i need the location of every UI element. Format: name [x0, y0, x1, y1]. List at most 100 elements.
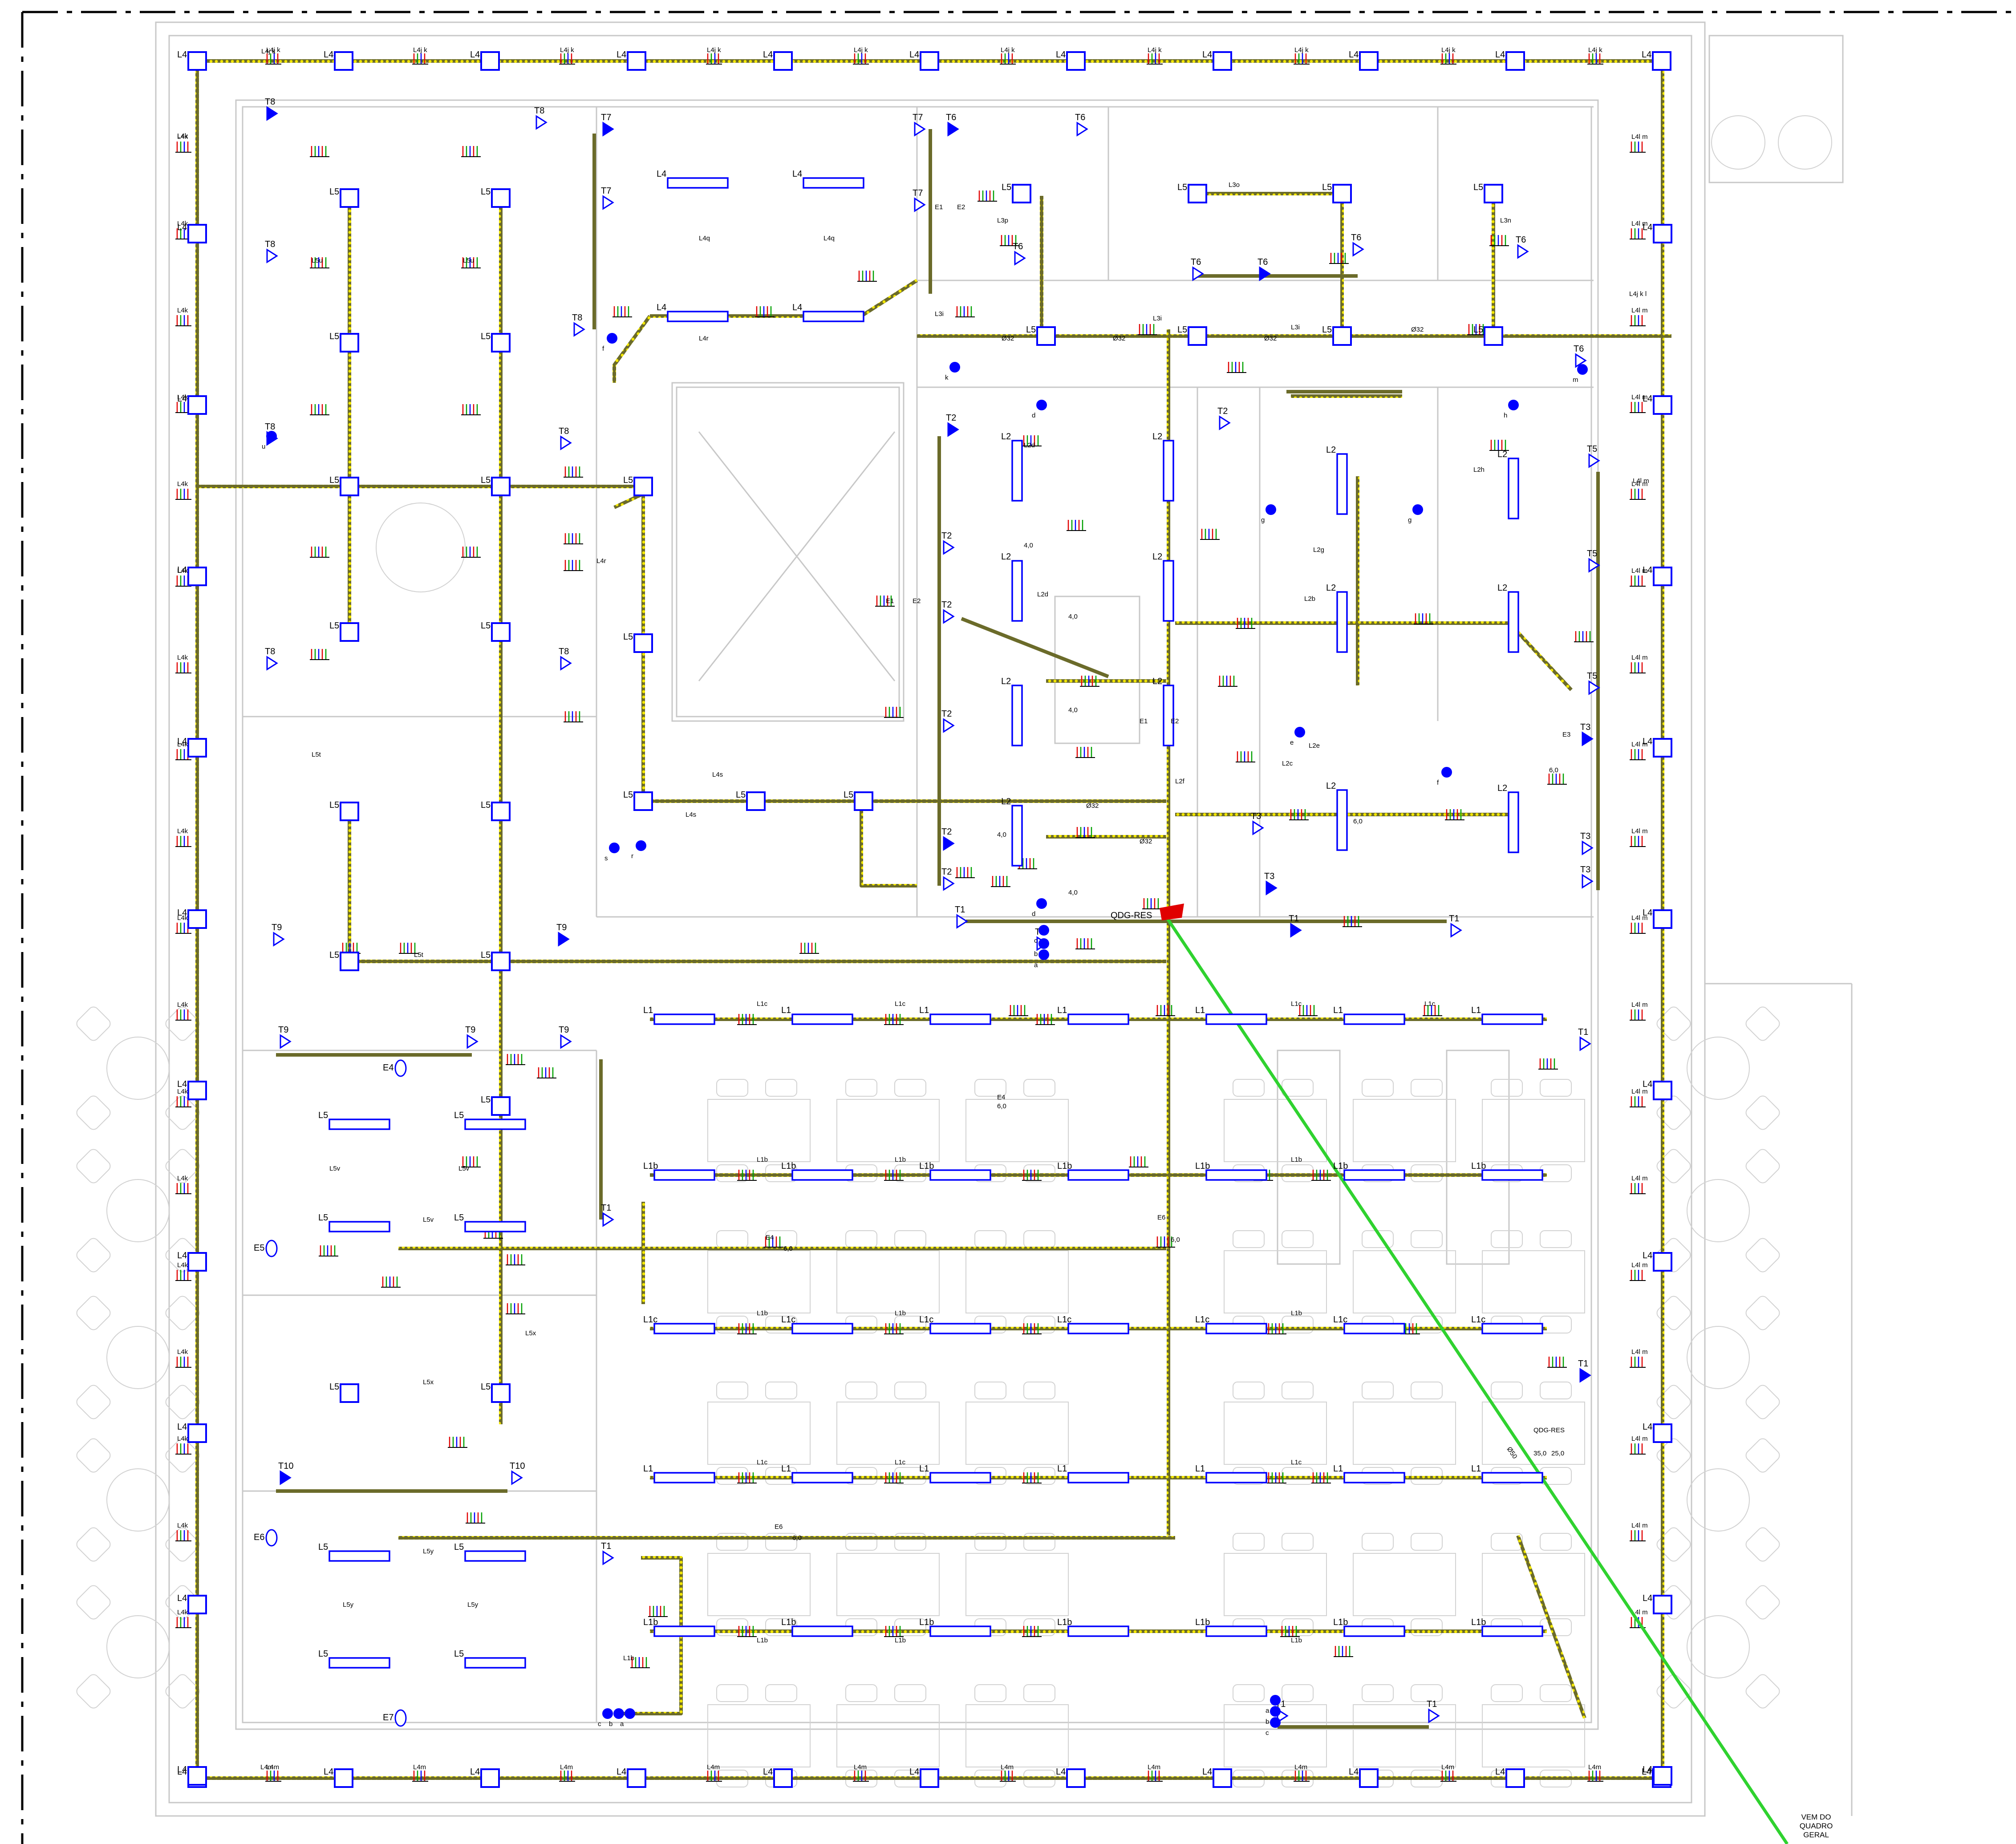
outdoor-chair	[76, 1296, 111, 1330]
tube-fixture-icon: L1c	[781, 1315, 853, 1334]
chair	[1233, 1079, 1265, 1097]
circuit-label: L4s	[686, 811, 696, 819]
triangle-socket-icon: T9	[272, 923, 285, 947]
perimeter-top-circuit: L4j k	[261, 48, 276, 55]
fixture-label: L5	[481, 800, 491, 810]
circuit-label: L4k	[177, 1435, 188, 1443]
conductor-tickset	[1630, 1270, 1646, 1281]
tube-fixture-icon: L2	[1001, 797, 1023, 867]
conductor-tickset	[1414, 613, 1433, 624]
fixture-label: L1b	[1333, 1161, 1348, 1171]
circuit-label: L4l m	[1631, 1001, 1648, 1009]
conductor-tickset	[1630, 315, 1646, 326]
outdoor-chair	[1745, 1527, 1780, 1562]
circle-switch-icon: d	[1032, 400, 1047, 419]
outdoor-chair	[1656, 1006, 1691, 1041]
circuit-label: 6,0	[1549, 766, 1558, 774]
fixture-label: L2	[1326, 583, 1336, 593]
square-fixture-icon: L4	[177, 223, 207, 243]
circuit-label: L4j k	[1148, 46, 1162, 54]
tube-fixture-icon: L1	[1471, 1464, 1543, 1483]
socket-label: T7	[601, 113, 611, 122]
switch-label: a	[1034, 961, 1038, 969]
outdoor-chair	[76, 1385, 111, 1419]
conductor-tickset	[1587, 1771, 1603, 1782]
circle-switch-icon: a	[1034, 949, 1049, 969]
chair	[1540, 1684, 1572, 1702]
fixture-label: L5	[1026, 325, 1036, 335]
fixture-label: L5	[454, 1110, 464, 1120]
socket-label: T2	[941, 867, 952, 877]
square-fixture-icon: L4	[1643, 394, 1672, 415]
conductor-tickset	[1000, 53, 1016, 65]
circuit-label: 4,0	[1068, 706, 1078, 714]
chair	[1540, 1618, 1572, 1636]
switch-label: f	[1437, 779, 1439, 786]
feeder-tag: QDG-RES 35,0 25,0	[1533, 1427, 1565, 1457]
triangle-socket-icon: T2	[941, 867, 955, 891]
distribution-panel[interactable]: QDG-RES	[1111, 904, 1184, 920]
outdoor-chair	[1745, 1149, 1780, 1183]
fixture-label: L5	[481, 475, 491, 485]
fixture-label: L1	[1333, 1464, 1343, 1474]
conductor-tickset	[175, 1270, 191, 1281]
socket-label: T7	[913, 113, 923, 122]
outdoor-chair	[1656, 1296, 1691, 1330]
fixture-label: L4	[763, 1767, 773, 1777]
triangle-socket-icon: T9	[556, 923, 570, 947]
square-fixture-icon: L5	[1026, 325, 1056, 346]
socket-label: T2	[946, 413, 956, 423]
outdoor-table	[1687, 1179, 1750, 1242]
chair	[894, 1684, 926, 1702]
chair	[1411, 1533, 1443, 1551]
socket-label: T2	[941, 709, 952, 719]
conductor-tickset	[1489, 440, 1509, 451]
circuit-label: L3i	[935, 310, 944, 318]
fixture-label: L4	[763, 50, 773, 60]
perimeter-right-circuit: L4l m	[1633, 477, 1649, 485]
tube-fixture-icon: L5	[454, 1110, 526, 1130]
conductor-tickset	[799, 943, 819, 954]
square-fixture-icon: L4	[617, 1767, 646, 1788]
conductor-tickset	[1289, 809, 1309, 820]
switch-label: k	[945, 374, 949, 381]
circuit-label: L5v	[423, 1216, 434, 1224]
fixture-label: L4	[1642, 50, 1651, 60]
circuit-label: L2d	[1037, 591, 1048, 598]
conductor-tickset	[175, 1617, 191, 1628]
fixture-label: L4	[1495, 1767, 1505, 1777]
special-outlet-label: E7	[383, 1713, 393, 1722]
tube-fixture-icon: L2	[1001, 677, 1023, 746]
tube-fixture-icon: L5	[454, 1649, 526, 1669]
triangle-socket-icon: T1	[1427, 1699, 1440, 1723]
fixture-label: L4	[1643, 1593, 1652, 1603]
outdoor-table	[1687, 1326, 1750, 1389]
perimeter-corner-circuit: L4j k l	[1629, 290, 1647, 298]
fixture-label: L1b	[1333, 1617, 1348, 1627]
tube-fixture-icon: L1b	[1333, 1161, 1405, 1181]
square-fixture-icon: L4	[177, 1422, 207, 1443]
socket-label: T6	[946, 113, 956, 122]
switch-label: h	[1504, 412, 1507, 419]
outdoor-chair	[165, 1149, 200, 1183]
property-boundary	[21, 11, 2016, 1844]
fixture-label: L1b	[781, 1617, 796, 1627]
circle-switch-icon: b	[609, 1708, 624, 1728]
table	[965, 1553, 1069, 1616]
fixture-label: L4	[177, 1593, 187, 1603]
circuit-label: L4k	[177, 220, 188, 227]
fixture-label: L1	[919, 1464, 929, 1474]
fixture-label: L5	[1473, 182, 1483, 192]
circuit-label: L4k	[177, 567, 188, 575]
socket-label: T1	[1578, 1027, 1588, 1037]
conductor-tickset	[1587, 53, 1603, 65]
square-fixture-icon: L5	[844, 790, 873, 811]
circuit-label: L4r	[596, 557, 606, 565]
conductor-tickset	[1075, 827, 1095, 838]
switch-label: a	[620, 1720, 624, 1728]
circuit-label: 6,0	[997, 1102, 1006, 1110]
conductor-tickset	[1467, 324, 1487, 335]
chair	[1411, 1079, 1443, 1097]
socket-label: T9	[272, 923, 282, 932]
switch-label: m	[1573, 376, 1578, 384]
